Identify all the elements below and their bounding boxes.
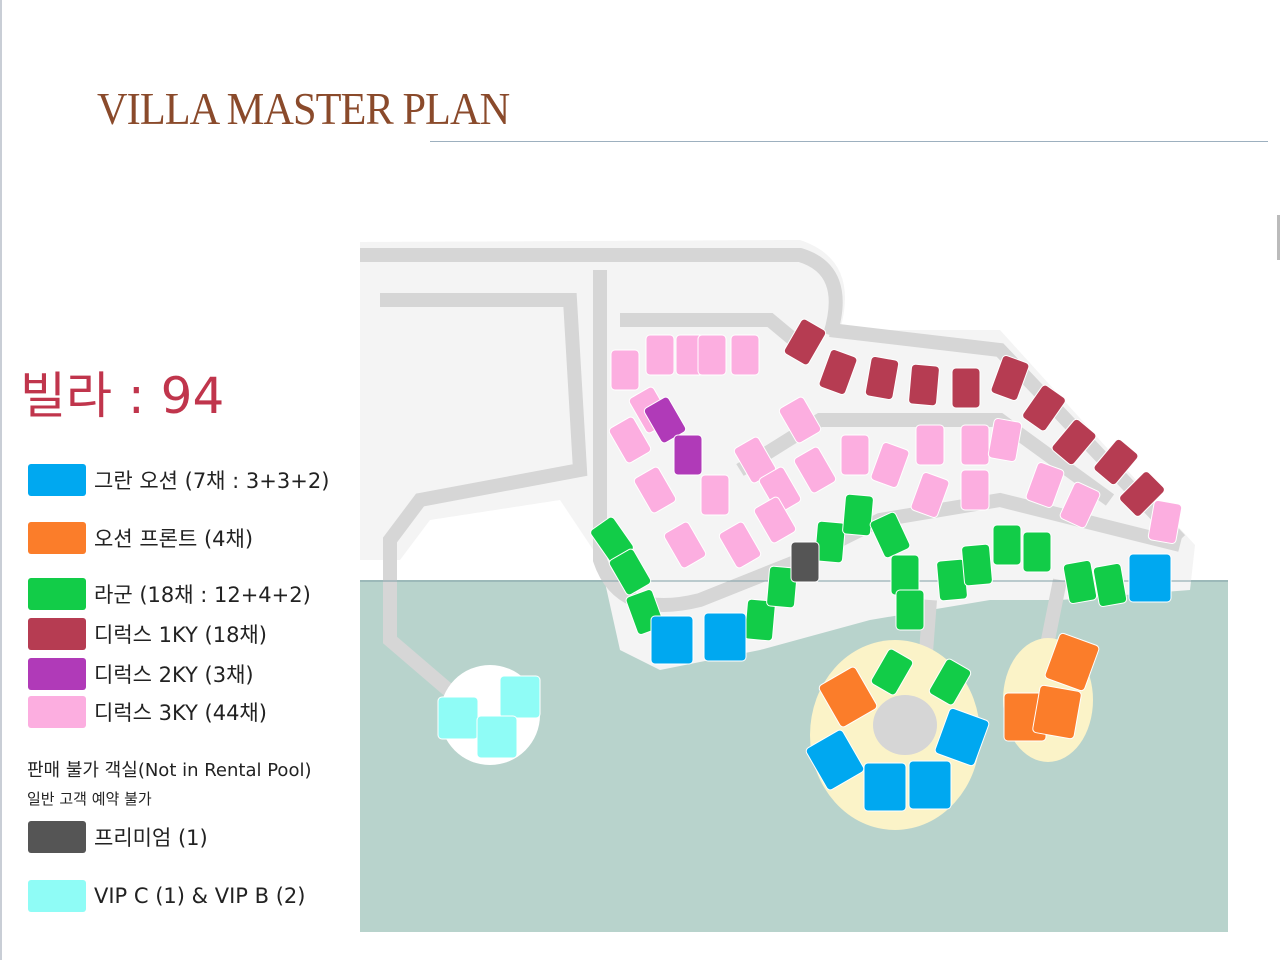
villa-grand-ocean [1128, 553, 1172, 603]
villa-units [437, 318, 1183, 812]
villa-vip [437, 696, 479, 740]
villa-grand-ocean [703, 612, 747, 662]
villa-deluxe-3ky [700, 474, 730, 516]
page-title: VILLA MASTER PLAN [97, 83, 510, 134]
villa-ocean-front [1032, 684, 1082, 740]
villa-deluxe-1ky [864, 356, 900, 400]
legend-swatch [28, 658, 86, 690]
legend-swatch [28, 578, 86, 610]
villa-deluxe-3ky [1147, 500, 1183, 544]
villa-lagoon [870, 648, 914, 696]
villa-grand-ocean [934, 707, 990, 767]
not-rental-title-ko: 판매 불가 객실 [27, 760, 138, 781]
villa-lagoon [1092, 563, 1128, 607]
villa-deluxe-3ky [697, 334, 727, 376]
not-rental-subtitle: 일반 고객 예약 불가 [27, 790, 152, 808]
villa-deluxe-3ky [633, 466, 677, 514]
villa-vip [476, 715, 518, 759]
legend-swatch [28, 522, 86, 554]
villa-deluxe-3ky [910, 472, 950, 518]
legend-swatch [28, 618, 86, 650]
legend-label: 오션 프론트 (4채) [94, 527, 254, 551]
legend-swatch [28, 880, 86, 912]
villa-vip [499, 675, 541, 719]
villa-deluxe-3ky [608, 416, 652, 464]
villa-count: 빌라 : 94 [20, 367, 225, 425]
villa-deluxe-1ky [783, 318, 827, 366]
island-plaza [873, 695, 937, 755]
villa-grand-ocean [805, 729, 865, 791]
villa-premium [790, 541, 820, 583]
villa-deluxe-3ky [610, 349, 640, 391]
legend-label: 디럭스 1KY (18채) [94, 623, 267, 647]
not-rental-title-en: (Not in Rental Pool) [137, 760, 312, 781]
legend-swatch [28, 696, 86, 728]
villa-lagoon [928, 658, 972, 706]
villa-deluxe-1ky [1051, 418, 1097, 466]
villa-deluxe-3ky [718, 521, 762, 569]
villa-lagoon [895, 589, 925, 631]
villa-deluxe-3ky [1059, 481, 1101, 529]
villa-deluxe-1ky [951, 367, 981, 409]
legend-label: 프리미엄 (1) [94, 826, 208, 850]
villa-lagoon [961, 543, 993, 587]
villa-deluxe-3ky [960, 469, 990, 511]
legend-label: 그란 오션 (7채 : 3+3+2) [94, 469, 330, 493]
villa-deluxe-2ky [673, 434, 703, 476]
villa-deluxe-1ky [1119, 471, 1165, 517]
villa-deluxe-1ky [818, 349, 858, 395]
legend-swatch [28, 821, 86, 853]
villa-grand-ocean [908, 760, 952, 810]
legend-deluxe-1ky: 디럭스 1KY (18채) [28, 618, 267, 650]
villa-lagoon [890, 554, 920, 596]
title-divider [430, 141, 1268, 142]
villa-lagoon [869, 511, 911, 559]
not-rental-title: 판매 불가 객실(Not in Rental Pool) [27, 756, 311, 782]
legend-label: 디럭스 3KY (44채) [94, 701, 267, 725]
villa-deluxe-3ky [960, 424, 990, 466]
villa-lagoon [992, 524, 1022, 566]
villa-deluxe-1ky [990, 355, 1030, 401]
villa-deluxe-3ky [730, 334, 760, 376]
villa-deluxe-3ky [778, 396, 822, 444]
villa-lagoon [842, 493, 874, 537]
legend-vip: VIP C (1) & VIP B (2) [28, 880, 305, 912]
villa-deluxe-3ky [753, 496, 797, 544]
legend-grand-ocean: 그란 오션 (7채 : 3+3+2) [28, 464, 329, 496]
legend-premium: 프리미엄 (1) [28, 821, 208, 853]
villa-lagoon [814, 520, 846, 564]
villa-lagoon [766, 565, 798, 609]
villa-deluxe-3ky [915, 424, 945, 466]
villa-deluxe-3ky [793, 446, 837, 494]
scrollbar[interactable] [1277, 215, 1280, 260]
villa-deluxe-3ky [758, 466, 802, 514]
left-border [0, 0, 2, 960]
villa-deluxe-1ky [908, 363, 940, 407]
legend-ocean-front: 오션 프론트 (4채) [28, 522, 253, 554]
villa-deluxe-3ky [840, 434, 870, 476]
legend-label: VIP C (1) & VIP B (2) [94, 884, 306, 908]
villa-lagoon [608, 548, 652, 596]
villa-deluxe-3ky [1025, 462, 1065, 508]
legend-label: 라군 (18채 : 12+4+2) [94, 583, 311, 607]
villa-grand-ocean [863, 762, 907, 812]
villa-ocean-front [818, 666, 878, 728]
villa-deluxe-1ky [1022, 384, 1066, 432]
legend-deluxe-3ky: 디럭스 3KY (44채) [28, 696, 267, 728]
legend-lagoon: 라군 (18채 : 12+4+2) [28, 578, 311, 610]
legend-swatch [28, 464, 86, 496]
villa-deluxe-3ky [870, 442, 910, 488]
villa-deluxe-3ky [663, 521, 707, 569]
villa-grand-ocean [650, 615, 694, 665]
legend-label: 디럭스 2KY (3채) [94, 663, 254, 687]
villa-deluxe-3ky [987, 418, 1023, 462]
villa-deluxe-1ky [1093, 438, 1139, 486]
villa-lagoon [1062, 560, 1098, 604]
villa-lagoon [1022, 531, 1052, 573]
legend-deluxe-2ky: 디럭스 2KY (3채) [28, 658, 254, 690]
villa-deluxe-3ky [645, 334, 675, 376]
villa-ocean-front [1044, 632, 1100, 692]
